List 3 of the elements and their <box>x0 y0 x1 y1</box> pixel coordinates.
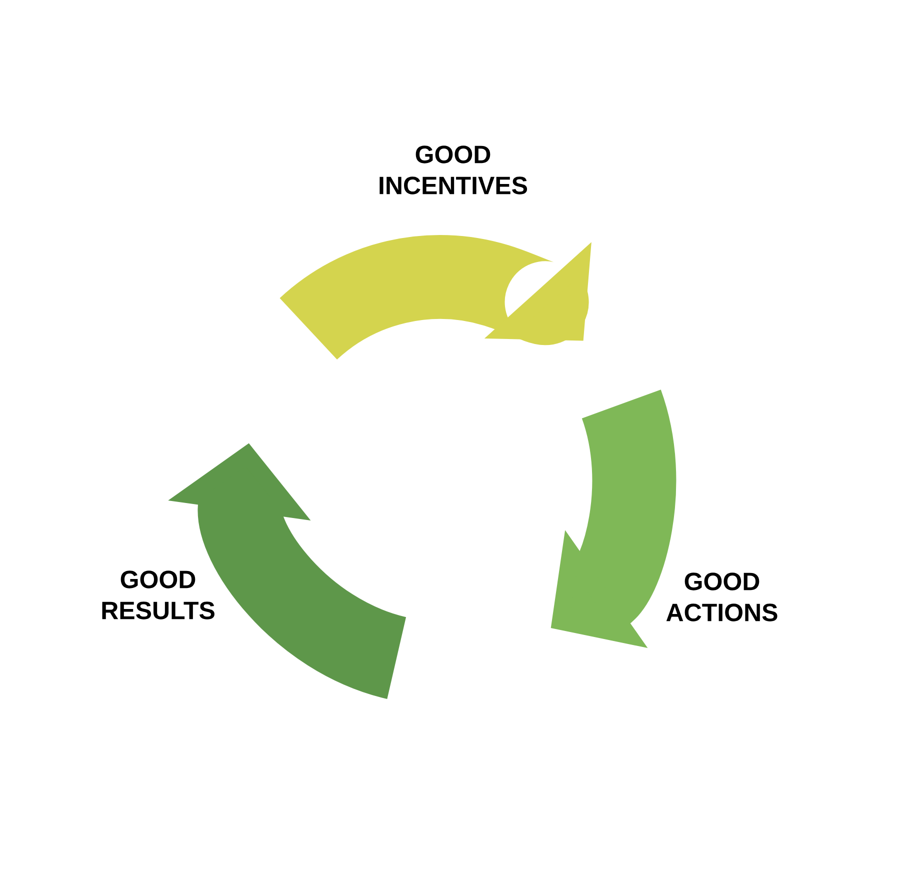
node-label: GOOD INCENTIVES <box>380 146 528 194</box>
node-label: GOOD RESULTS <box>102 570 214 620</box>
node-label: GOOD ACTIONS <box>666 572 778 622</box>
